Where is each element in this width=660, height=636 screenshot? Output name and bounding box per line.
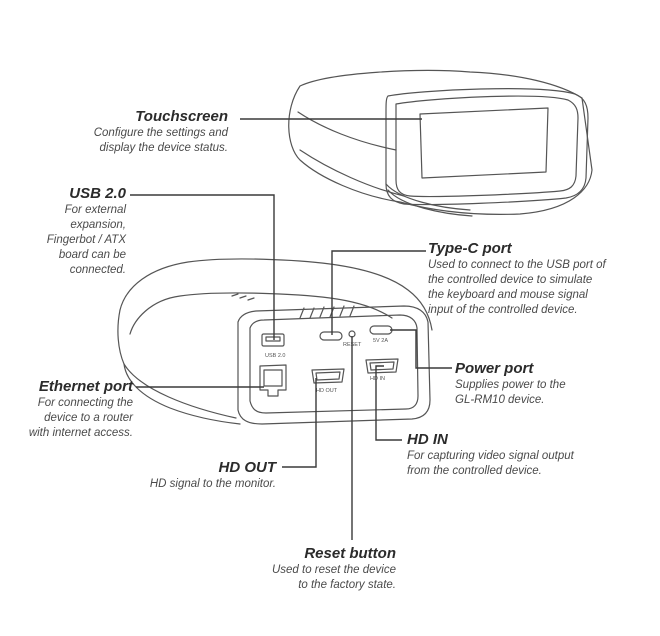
usb-desc: For external expansion, Fingerbot / ATX …: [46, 204, 126, 276]
type-c-port: [319, 331, 343, 341]
touchscreen-device: [288, 69, 593, 217]
typec-title: Type-C port: [428, 240, 512, 257]
callout-power: Power port Supplies power to the GL-RM10…: [455, 360, 566, 408]
reset-desc: Used to reset the device to the factory …: [271, 564, 396, 591]
callout-touchscreen: Touchscreen Configure the settings and d…: [94, 108, 228, 156]
ethernet-desc: For connecting the device to a router wi…: [28, 397, 133, 439]
leader-typec: [331, 250, 426, 335]
callout-typec: Type-C port Used to connect to the USB p…: [428, 240, 606, 318]
power-port: [369, 325, 393, 335]
hdmi-out-port-label: HD OUT: [316, 388, 338, 394]
usb-port: [261, 333, 285, 347]
callout-usb: USB 2.0 For external expansion, Fingerbo…: [47, 185, 126, 278]
ports-device: [117, 258, 433, 425]
hdmi-in-port: [365, 358, 399, 374]
hdmi-in-port-label: HD IN: [370, 376, 385, 382]
hdout-title: HD OUT: [218, 459, 277, 476]
usb-title: USB 2.0: [69, 185, 126, 202]
leader-hdout: [282, 378, 317, 468]
leader-power: [390, 329, 452, 369]
callout-hdout: HD OUT HD signal to the monitor.: [150, 459, 276, 492]
ethernet-port: [259, 364, 287, 397]
hdout-desc: HD signal to the monitor.: [149, 478, 276, 490]
touchscreen-title: Touchscreen: [135, 108, 228, 125]
hdmi-out-port: [311, 368, 345, 384]
power-port-label: 5V 2A: [373, 338, 388, 344]
power-desc: Supplies power to the GL-RM10 device.: [455, 379, 566, 406]
touchscreen-desc: Configure the settings and display the d…: [93, 127, 228, 154]
leader-hdin: [375, 365, 402, 441]
ethernet-title: Ethernet port: [38, 378, 133, 395]
callout-ethernet: Ethernet port For connecting the device …: [29, 378, 133, 441]
leader-usb: [130, 194, 275, 340]
touchscreen: [419, 107, 549, 179]
callout-hdin: HD IN For capturing video signal output …: [407, 431, 574, 479]
reset-title: Reset button: [304, 545, 396, 562]
leader-lines: [130, 118, 452, 540]
callout-reset: Reset button Used to reset the device to…: [272, 545, 396, 593]
hdin-title: HD IN: [407, 431, 448, 448]
typec-desc: Used to connect to the USB port of the c…: [428, 259, 606, 316]
hdin-desc: For capturing video signal output from t…: [407, 450, 574, 477]
usb-port-label: USB 2.0: [265, 353, 285, 359]
power-title: Power port: [455, 360, 534, 377]
